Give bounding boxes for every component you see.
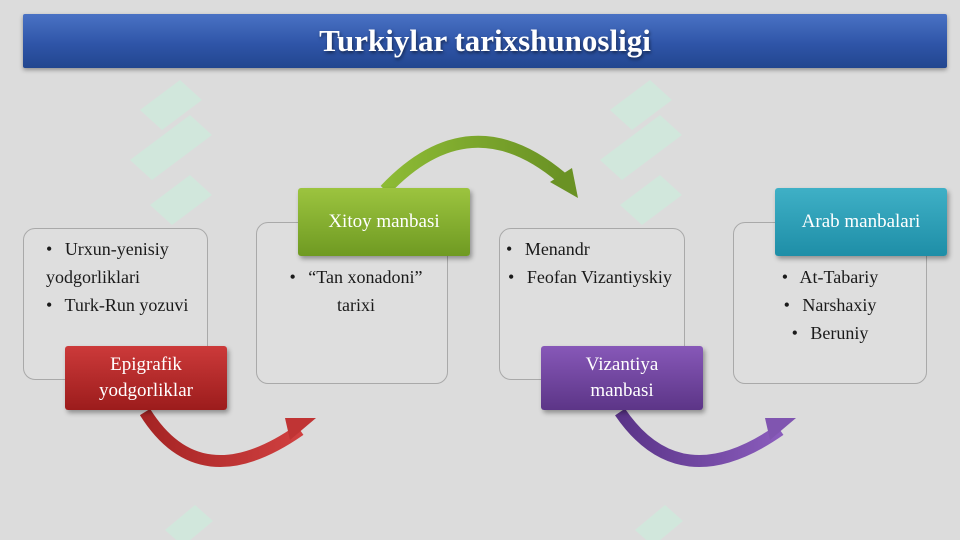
item-text: “Tan xonadoni” tarixi: [308, 267, 423, 315]
arrow-green-icon: [380, 135, 578, 198]
label-arab: Arab manbalari: [775, 188, 947, 256]
title-bar: Turkiylar tarixshunosligi: [23, 14, 947, 68]
label-line: Vizantiya: [585, 354, 659, 375]
label-text: Arab manbalari: [801, 211, 921, 232]
arrow-purple-icon: [615, 408, 796, 467]
list-item: Urxun-yenisiy yodgorliklari: [46, 235, 201, 291]
label-text: Xitoy manbasi: [328, 211, 440, 232]
item-text: Turk-Run yozuvi: [64, 295, 189, 315]
label-line: Epigrafik: [110, 354, 182, 375]
arrow-red-icon: [139, 408, 316, 467]
item-text: Feofan Vizantiyskiy: [526, 267, 672, 287]
list-item: “Tan xonadoni” tarixi: [279, 263, 433, 319]
list-item: Beruniy: [744, 319, 916, 347]
list-item: Menandr: [506, 235, 674, 263]
label-epigraphic: Epigrafik yodgorliklar: [65, 346, 227, 410]
list-item: At-Tabariy: [744, 263, 916, 291]
item-text: Menandr: [524, 239, 590, 259]
label-line: yodgorliklar: [99, 380, 193, 401]
item-text: At-Tabariy: [799, 267, 879, 287]
label-byzantine: Vizantiya manbasi: [541, 346, 703, 410]
item-text: Urxun-yenisiy yodgorliklari: [46, 239, 169, 287]
item-text: Narshaxiy: [802, 295, 877, 315]
label-line: manbasi: [590, 380, 654, 401]
slide-title: Turkiylar tarixshunosligi: [319, 23, 651, 58]
list-item: Feofan Vizantiyskiy: [506, 263, 674, 291]
label-chinese: Xitoy manbasi: [298, 188, 470, 256]
item-text: Beruniy: [810, 323, 869, 343]
list-item: Turk-Run yozuvi: [46, 291, 201, 319]
list-item: Narshaxiy: [744, 291, 916, 319]
